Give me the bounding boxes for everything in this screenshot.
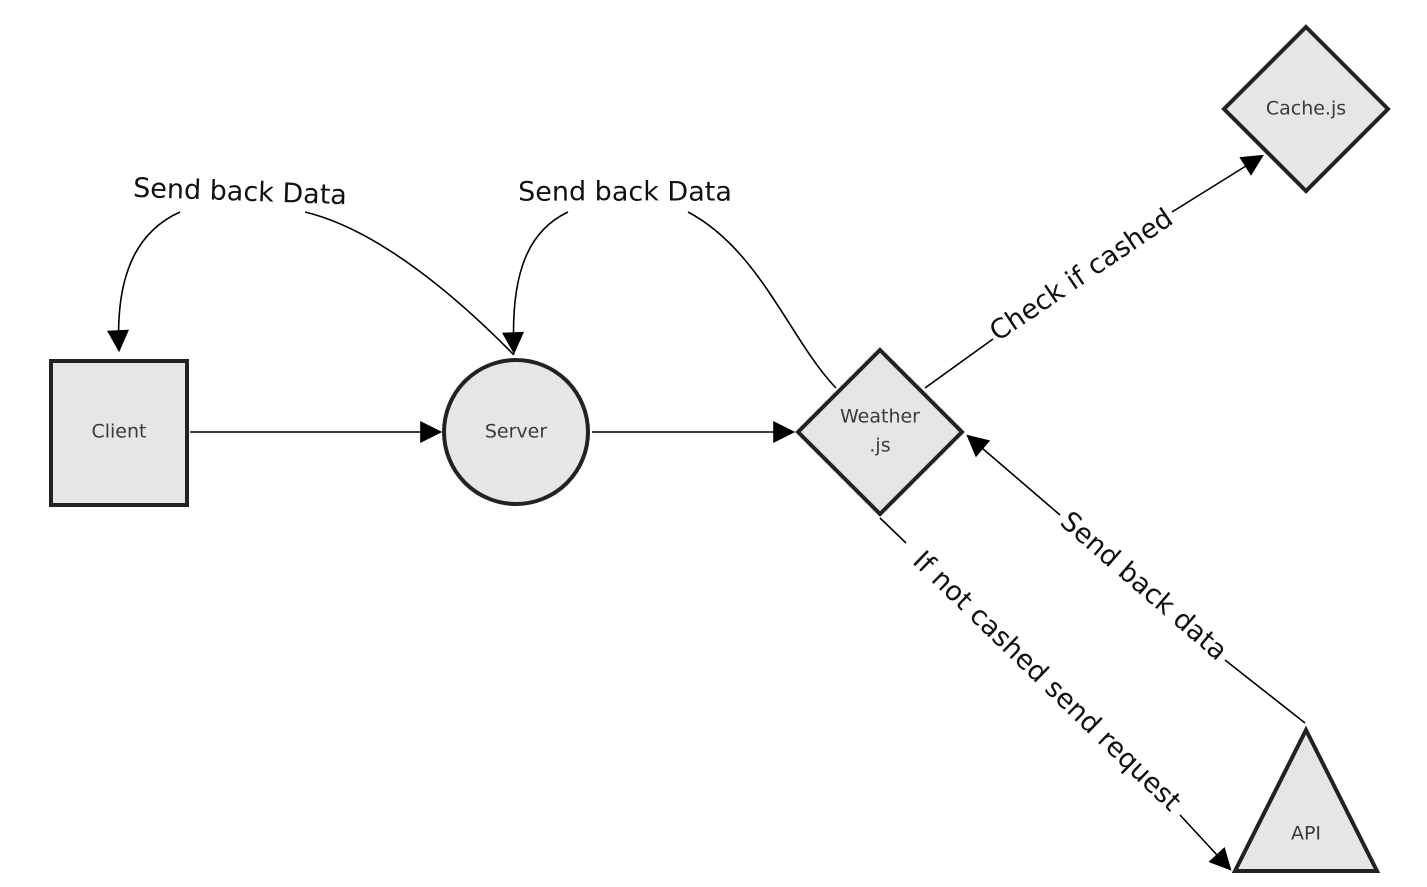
server-label: Server	[485, 421, 547, 443]
client-node[interactable]: Client	[49, 359, 189, 507]
cache-node[interactable]: Cache.js	[1221, 24, 1391, 194]
edge-weather-to-cache-arrow	[1171, 154, 1264, 213]
label-weather-to-server: Send back Data	[518, 177, 732, 208]
edge-weather-to-server	[687, 211, 837, 389]
cache-diamond	[1221, 24, 1391, 194]
label-api-to-weather: Send back data	[1054, 506, 1233, 667]
label-weather-to-cache: Check if cashed	[984, 203, 1178, 348]
api-triangle	[1231, 725, 1381, 873]
api-label: API	[1291, 823, 1321, 845]
weather-node[interactable]: Weather .js	[795, 347, 965, 517]
edge-weather-to-api-arrow	[1179, 814, 1232, 871]
server-node[interactable]: Server	[442, 358, 590, 506]
weather-diamond	[795, 347, 965, 517]
edge-api-to-weather	[1224, 659, 1306, 724]
api-node[interactable]: API	[1231, 725, 1381, 873]
client-label: Client	[91, 421, 146, 443]
client-box	[49, 359, 189, 507]
server-circle	[442, 358, 590, 506]
edge-server-to-client	[304, 211, 515, 356]
label-server-to-client: Send back Data	[133, 173, 348, 211]
edge-api-to-weather-arrow	[966, 434, 1061, 516]
edge-weather-to-cache	[924, 338, 994, 389]
edge-weather-to-api	[879, 517, 907, 544]
cache-label: Cache.js	[1266, 98, 1346, 120]
weather-label-line2: .js	[869, 435, 890, 457]
weather-label-line1: Weather	[840, 406, 920, 428]
edge-weather-to-server-arrow	[502, 211, 569, 355]
edge-server-to-client-arrow	[107, 211, 181, 353]
